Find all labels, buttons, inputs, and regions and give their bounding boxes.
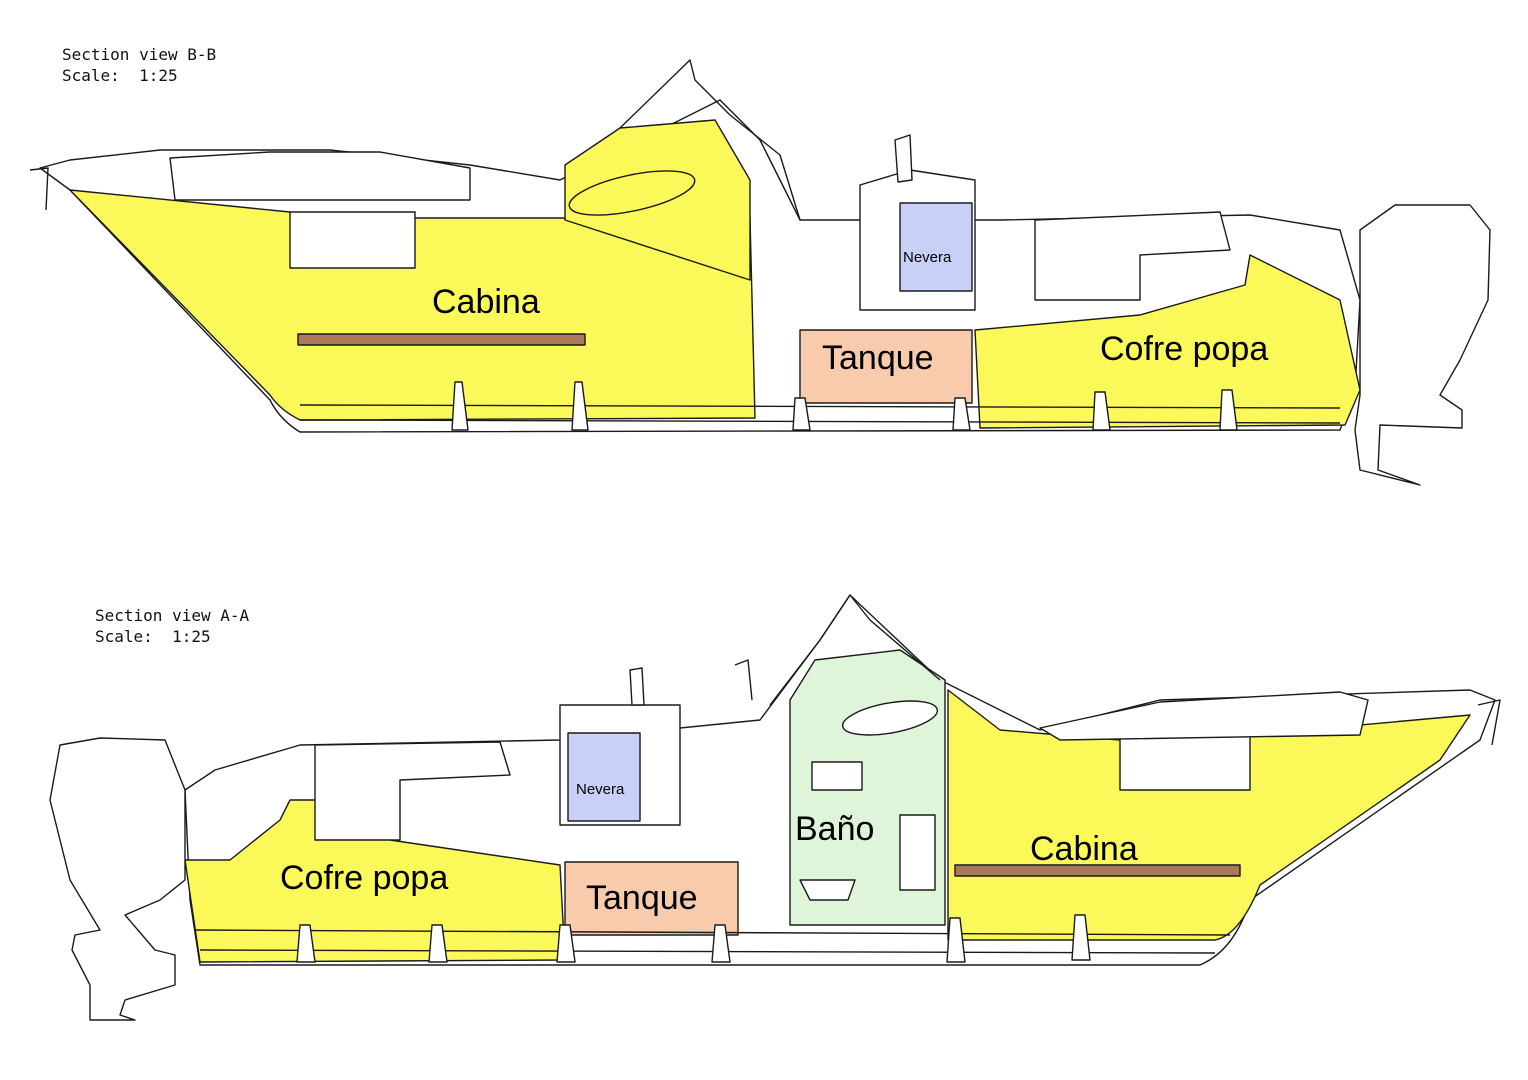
section-a-stern-locker xyxy=(184,799,566,963)
section-a-caption: Section view A-A Scale: 1:25 xyxy=(95,605,249,647)
section-a-cabin-label: Cabina xyxy=(1030,830,1138,868)
section-a-tank-label: Tanque xyxy=(586,879,698,917)
section-a-bunk xyxy=(954,864,1241,877)
section-a-cabin-area xyxy=(947,689,1471,941)
section-a-tank xyxy=(564,861,739,936)
section-b-bunk xyxy=(297,333,586,346)
section-a-bathroom xyxy=(789,649,946,926)
section-a-fridge xyxy=(567,732,641,822)
section-b-caption: Section view B-B Scale: 1:25 xyxy=(62,44,216,86)
section-a-hull xyxy=(184,594,1496,966)
section-a-fridge-label: Nevera xyxy=(576,781,625,798)
section-b-cabin-label: Cabina xyxy=(432,283,540,321)
section-a-scale: Scale: 1:25 xyxy=(95,627,211,646)
section-a-bathroom-window xyxy=(841,700,939,736)
section-b-engine xyxy=(1354,204,1491,486)
section-b-fridge xyxy=(899,202,973,292)
section-b-fridge-label: Nevera xyxy=(903,249,952,266)
section-b-tank xyxy=(799,329,973,404)
section-b-tank-label: Tanque xyxy=(822,339,934,377)
section-b-stern-label: Cofre popa xyxy=(1100,330,1268,368)
section-a-stern-label: Cofre popa xyxy=(280,859,448,897)
section-a-title: Section view A-A xyxy=(95,606,250,625)
section-b-cabin-window xyxy=(568,170,696,216)
section-b-scale: Scale: 1:25 xyxy=(62,66,178,85)
section-b-drawing: Cabina Nevera Tanque Cofre popa xyxy=(29,59,1491,486)
section-a-engine xyxy=(49,737,186,1021)
section-a-bathroom-label: Baño xyxy=(795,810,874,848)
section-b-title: Section view B-B xyxy=(62,45,217,64)
